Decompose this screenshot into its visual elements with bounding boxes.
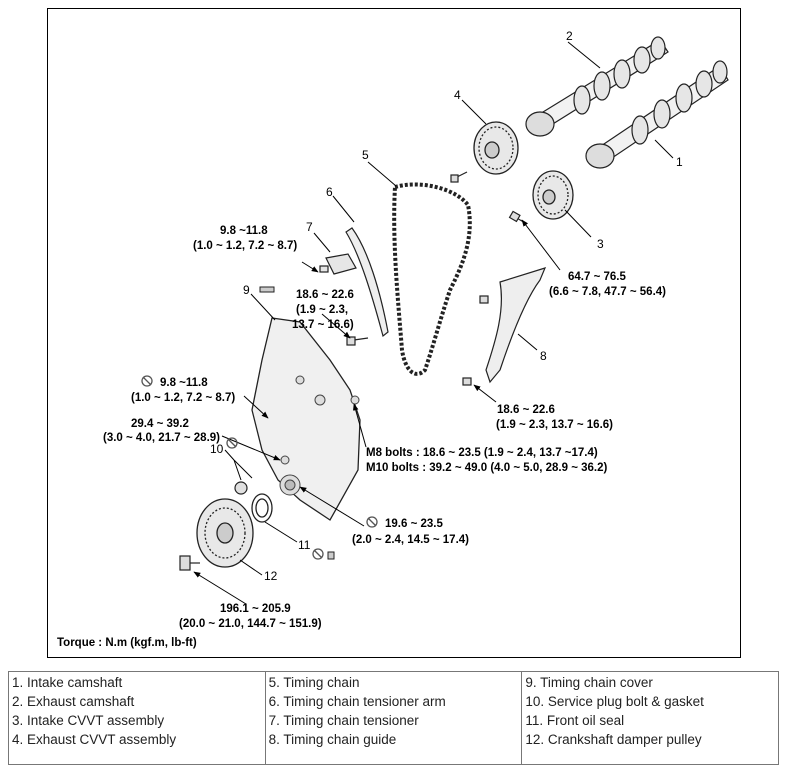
replace-symbol-icon [226,437,238,449]
callout-9: 9 [243,283,250,297]
legend-item: 10. Service plug bolt & gasket [525,694,704,709]
legend-column-1: 1. Intake camshaft 2. Exhaust camshaft 3… [8,671,266,765]
replace-symbol-icon [312,548,324,560]
callout-11: 11 [298,538,311,552]
timing-chain-drawing [392,182,472,376]
callout-10: 10 [210,442,224,456]
torque-arm: 18.6 ~ 22.6 [296,289,354,301]
cvvt-bolt-drawing [508,210,528,225]
callout-8: 8 [540,349,547,363]
front-oil-seal-drawing [251,493,273,523]
torque-tensioner: 9.8 ~11.8 [220,225,268,237]
callout-7: 7 [306,220,313,234]
torque-m8-bolts: M8 bolts : 18.6 ~ 23.5 (1.9 ~ 2.4, 13.7 … [366,447,598,459]
torque-seal-units: (2.0 ~ 2.4, 14.5 ~ 17.4) [352,534,469,546]
cover-details-drawing [279,375,360,496]
torque-pulley-units: (20.0 ~ 21.0, 144.7 ~ 151.9) [179,618,322,630]
arm-bolt-drawing [346,336,369,346]
intake-cvvt-drawing [532,170,574,220]
legend-item: 9. Timing chain cover [525,675,653,690]
torque-seal: 19.6 ~ 23.5 [385,518,443,530]
callout-6: 6 [326,185,333,199]
torque-plug-units: (1.0 ~ 1.2, 7.2 ~ 8.7) [131,392,235,404]
legend-item: 4. Exhaust CVVT assembly [12,732,177,747]
callout-5: 5 [362,148,369,162]
exhaust-camshaft-drawing [525,36,669,137]
pulley-bolt-drawing [179,555,200,571]
chain-guide-drawing [485,267,547,384]
leader-lines [193,41,674,605]
callout-3: 3 [597,237,604,251]
legend-item: 12. Crankshaft damper pulley [525,732,702,747]
callout-12: 12 [264,569,278,583]
cover-stud-drawing [259,286,275,293]
callout-2: 2 [566,29,573,43]
legend-column-3: 9. Timing chain cover 10. Service plug b… [521,671,779,765]
legend-item: 2. Exhaust camshaft [12,694,135,709]
torque-arm-units-2: 13.7 ~ 16.6) [292,319,354,331]
replace-symbol-icon [366,516,378,528]
torque-plug: 9.8 ~11.8 [160,377,208,389]
tensioner-arm-drawing [345,227,389,338]
legend-item: 8. Timing chain guide [268,732,397,747]
torque-cvvt: 64.7 ~ 76.5 [568,271,626,283]
legend-item: 7. Timing chain tensioner [268,713,419,728]
torque-tensioner-units: (1.0 ~ 1.2, 7.2 ~ 8.7) [193,240,297,252]
guide-bolts-drawing [462,295,489,386]
legend-item: 6. Timing chain tensioner arm [268,694,446,709]
torque-guide: 18.6 ~ 22.6 [497,404,555,416]
timing-chain-cover-drawing [251,317,361,521]
seal-plug-drawing [327,551,335,560]
torque-guide-units: (1.9 ~ 2.3, 13.7 ~ 16.6) [496,419,613,431]
intake-camshaft-drawing [585,60,729,169]
diagram-frame [47,8,741,658]
legend-item: 3. Intake CVVT assembly [12,713,165,728]
torque-cover-units: (3.0 ~ 4.0, 21.7 ~ 28.9) [103,432,220,444]
legend-item: 1. Intake camshaft [12,675,123,690]
replace-symbol-icon [141,375,153,387]
torque-m10-bolts: M10 bolts : 39.2 ~ 49.0 (4.0 ~ 5.0, 28.9… [366,462,607,474]
parts-legend: 1. Intake camshaft 2. Exhaust camshaft 3… [8,671,779,765]
torque-cover: 29.4 ~ 39.2 [131,418,189,430]
service-plug-drawing [234,481,248,495]
legend-item: 5. Timing chain [268,675,360,690]
torque-cvvt-units: (6.6 ~ 7.8, 47.7 ~ 56.4) [549,286,666,298]
legend-item: 11. Front oil seal [525,713,625,728]
torque-pulley: 196.1 ~ 205.9 [220,603,291,615]
torque-arm-units: (1.9 ~ 2.3, [296,304,348,316]
torque-unit-note: Torque : N.m (kgf.m, lb-ft) [57,637,197,649]
damper-pulley-drawing [196,498,254,568]
callout-4: 4 [454,88,461,102]
exhaust-cvvt-drawing [473,121,519,175]
legend-column-2: 5. Timing chain 6. Timing chain tensione… [264,671,523,765]
tensioner-drawing [319,253,357,275]
chain-bolt-drawing [450,171,468,183]
callout-1: 1 [676,155,683,169]
